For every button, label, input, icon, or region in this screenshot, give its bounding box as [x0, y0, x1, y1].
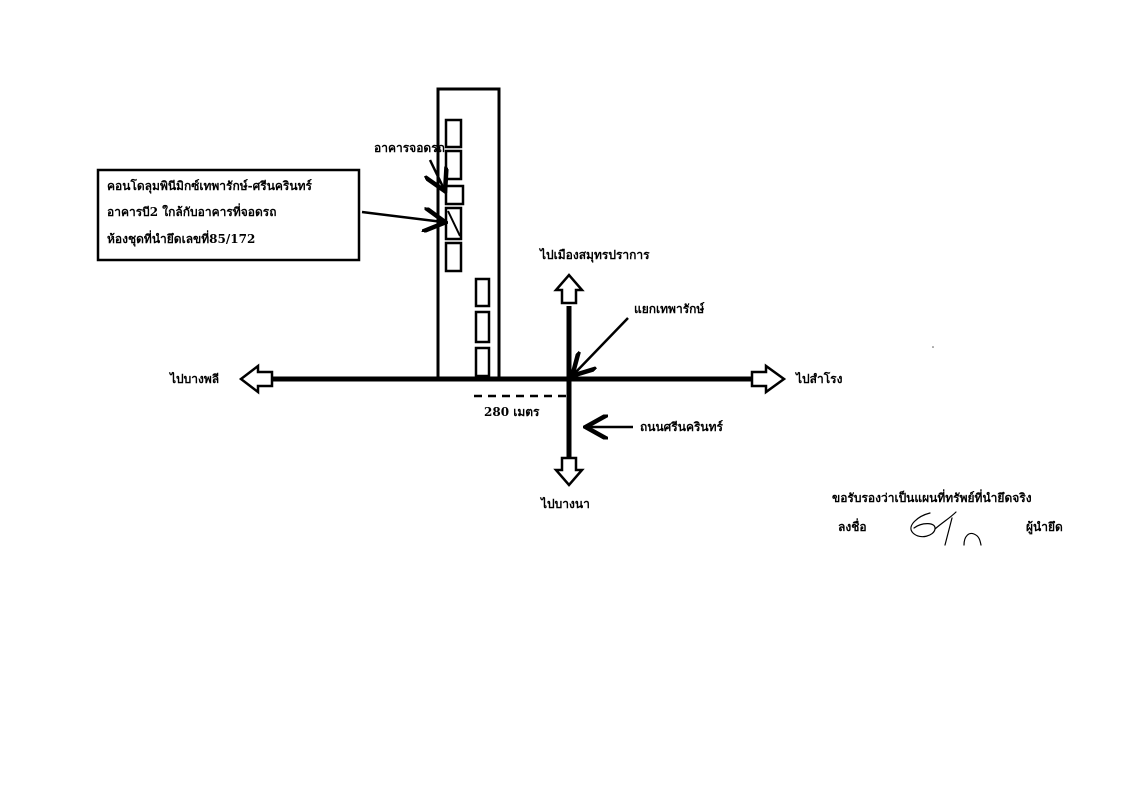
building-window: [444, 149, 463, 181]
signature-image: [910, 511, 982, 546]
building-window: [474, 346, 491, 378]
info-box-line1: คอนโดลุมพินีมิกซ์เทพารักษ์-ศรีนครินทร์: [107, 178, 312, 194]
building-window: [474, 310, 491, 344]
stray-dot: [932, 346, 934, 348]
signature-label: ลงชื่อ: [838, 518, 867, 534]
parking-pointer-arrow: [430, 159, 444, 189]
signer-role-label: ผู้นำยึด: [1026, 520, 1063, 535]
arrow-north-icon: [553, 273, 585, 305]
arrow-south-icon: [553, 456, 585, 487]
south-destination-label: ไปบางนา: [539, 496, 590, 511]
building-window: [444, 118, 463, 149]
intersection-label: แยกเทพารักษ์: [634, 302, 705, 316]
building-window: [474, 277, 491, 308]
arrow-west-icon: [238, 363, 274, 395]
target-unit-mark: [447, 210, 461, 237]
unit-pointer-arrow: [361, 212, 443, 222]
distance-label: 280 เมตร: [484, 405, 540, 419]
info-box: [96, 168, 361, 262]
certification-statement: ขอรับรองว่าเป็นแผนที่ทรัพย์ที่นำยึดจริง: [832, 489, 1032, 505]
info-box-line3: ห้องชุดที่นำยึดเลขที่85/172: [107, 230, 255, 247]
building-window: [444, 184, 465, 206]
east-destination-label: ไปสำโรง: [794, 371, 843, 386]
road-name-label: ถนนศรีนครินทร์: [640, 420, 724, 434]
arrow-east-icon: [750, 363, 787, 395]
west-destination-label: ไปบางพลี: [168, 371, 219, 386]
intersection-pointer-arrow: [574, 317, 629, 374]
north-destination-label: ไปเมืองสมุทรปราการ: [538, 247, 650, 263]
building-window: [444, 241, 463, 273]
parking-building-label: อาคารจอดรถ: [374, 141, 445, 155]
info-box-line2: อาคารบี2 ใกล้กับอาคารที่จอดรถ: [107, 203, 276, 219]
